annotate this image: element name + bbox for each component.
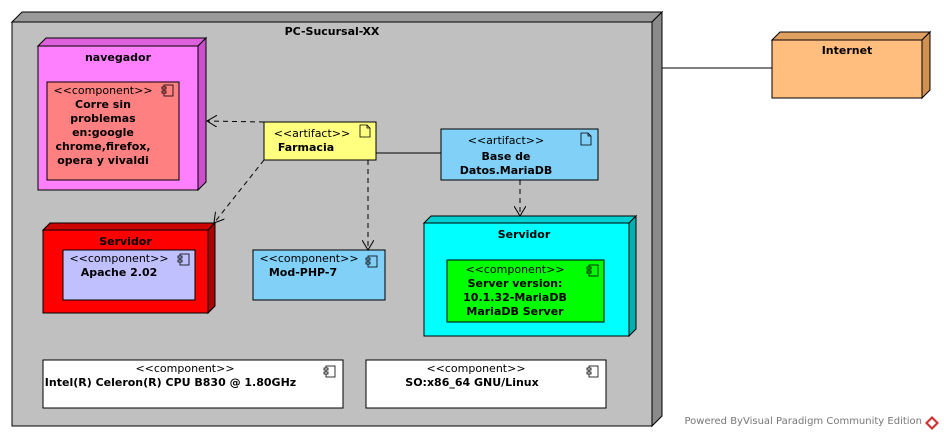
navegador-node[interactable] bbox=[36, 36, 208, 192]
os-component[interactable] bbox=[365, 359, 607, 409]
internet-node-title: Internet bbox=[821, 44, 873, 57]
pc-node-title: PC-Sucursal-XX bbox=[284, 25, 380, 38]
component-icon bbox=[161, 84, 174, 97]
db-component-line-1: Server version: bbox=[467, 277, 563, 290]
apache-component-stereotype: <<component>> bbox=[69, 252, 169, 265]
cpu-component-stereotype: <<component>> bbox=[135, 362, 235, 375]
farmacia-apache-dependency bbox=[214, 159, 265, 223]
document-icon bbox=[359, 124, 371, 138]
mod-php-name: Mod-PHP-7 bbox=[268, 266, 338, 279]
component-icon bbox=[365, 255, 378, 268]
apache-component-name: Apache 2.02 bbox=[80, 266, 158, 279]
component-icon bbox=[323, 365, 336, 378]
component-icon bbox=[586, 264, 599, 277]
navegador-component-line-5: opera y vivaldi bbox=[57, 154, 149, 167]
visual-paradigm-logo-icon bbox=[925, 416, 939, 430]
navegador-component-line-4: chrome,firefox, bbox=[55, 140, 151, 153]
navegador-component-stereotype: <<component>> bbox=[53, 84, 153, 97]
servidor-apache-title: Servidor bbox=[99, 235, 152, 248]
internet-node[interactable] bbox=[770, 30, 932, 100]
mod-php-stereotype: <<component>> bbox=[259, 252, 359, 265]
powered-by-watermark: Powered ByVisual Paradigm Community Edit… bbox=[684, 416, 923, 427]
base-datos-line-2: Datos.MariaDB bbox=[459, 164, 553, 177]
base-datos-stereotype: <<artifact>> bbox=[467, 134, 545, 147]
component-icon bbox=[177, 253, 190, 266]
db-component-line-2: 10.1.32-MariaDB bbox=[463, 291, 567, 304]
servidor-apache-node[interactable] bbox=[41, 221, 217, 315]
farmacia-stereotype: <<artifact>> bbox=[273, 127, 351, 140]
base-datos-artifact[interactable] bbox=[440, 128, 599, 181]
servidor-db-title: Servidor bbox=[497, 228, 551, 241]
mod-php-component[interactable] bbox=[252, 249, 386, 301]
navegador-component-line-2: problemas bbox=[70, 112, 136, 125]
farmacia-name: Farmacia bbox=[277, 141, 335, 154]
document-icon bbox=[580, 132, 592, 146]
apache-component bbox=[62, 249, 196, 301]
cpu-component-name: Intel(R) Celeron(R) CPU B830 @ 1.80GHz bbox=[44, 376, 297, 389]
navegador-component bbox=[46, 81, 180, 181]
os-component-stereotype: <<component>> bbox=[426, 362, 526, 375]
os-component-name: SO:x86_64 GNU/Linux bbox=[405, 376, 539, 389]
navegador-node-title: navegador bbox=[84, 51, 152, 64]
db-component-stereotype: <<component>> bbox=[465, 263, 565, 276]
component-icon bbox=[586, 365, 599, 378]
servidor-db-node[interactable] bbox=[422, 214, 638, 338]
farmacia-navegador-dependency bbox=[207, 121, 265, 122]
navegador-component-line-3: en:google bbox=[72, 126, 134, 139]
base-datos-line-1: Base de bbox=[481, 150, 531, 163]
db-component bbox=[446, 259, 605, 323]
navegador-component-line-1: Corre sin bbox=[75, 98, 131, 111]
cpu-component[interactable] bbox=[42, 359, 344, 409]
farmacia-artifact[interactable] bbox=[263, 121, 377, 161]
db-component-line-3: MariaDB Server bbox=[466, 305, 564, 318]
